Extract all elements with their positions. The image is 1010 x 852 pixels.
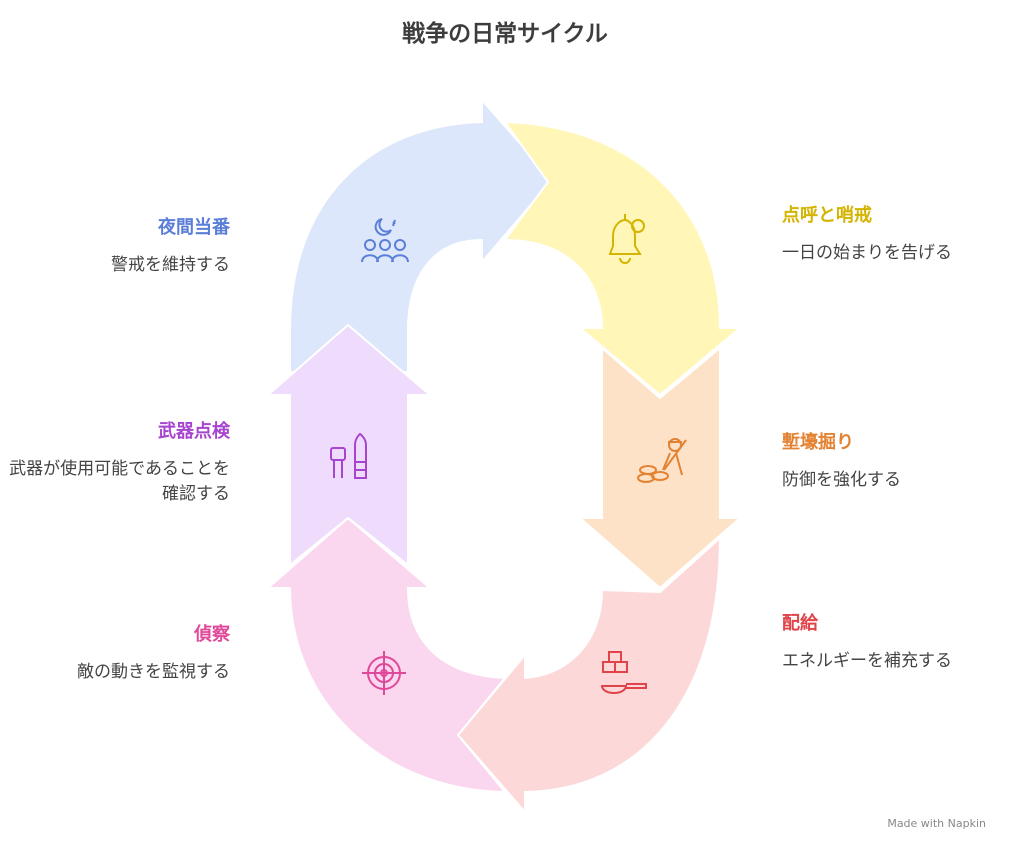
step-title: 武器点検 bbox=[158, 421, 230, 442]
step-title: 点呼と哨戒 bbox=[782, 205, 872, 226]
step-ration: 配給 エネルギーを補充する bbox=[782, 609, 972, 674]
step-desc: 防御を強化する bbox=[782, 470, 901, 490]
step-desc: エネルギーを補充する bbox=[782, 651, 952, 671]
crosshair-icon bbox=[362, 651, 406, 695]
step-recon: 偵察 敵の動きを監視する bbox=[0, 620, 230, 685]
segment-trench bbox=[577, 345, 743, 590]
step-desc: 警戒を維持する bbox=[111, 255, 230, 275]
step-weapon-check: 武器点検 武器が使用可能であることを確認する bbox=[0, 417, 230, 506]
segment-recon bbox=[265, 516, 508, 794]
night-watch-icon bbox=[361, 218, 409, 263]
step-desc: 敵の動きを監視する bbox=[77, 662, 230, 682]
weapon-icon bbox=[330, 432, 367, 479]
step-roll-call: 点呼と哨戒 一日の始まりを告げる bbox=[782, 201, 972, 266]
step-title: 偵察 bbox=[194, 624, 230, 645]
step-trench: 塹壕掘り 防御を強化する bbox=[782, 428, 972, 493]
segment-night-watch bbox=[289, 97, 554, 373]
step-title: 夜間当番 bbox=[158, 217, 230, 238]
step-night-watch: 夜間当番 警戒を維持する bbox=[0, 213, 230, 278]
food-ration-icon bbox=[600, 651, 647, 694]
napkin-watermark[interactable]: Made with Napkin bbox=[887, 817, 986, 830]
segment-ration bbox=[456, 535, 722, 815]
segment-roll-call bbox=[503, 120, 743, 397]
step-title: 塹壕掘り bbox=[782, 432, 854, 453]
bell-icon bbox=[608, 214, 645, 264]
soldier-digging-icon bbox=[637, 438, 687, 483]
page-title: 戦争の日常サイクル bbox=[402, 21, 608, 47]
step-desc: 一日の始まりを告げる bbox=[782, 243, 952, 263]
step-title: 配給 bbox=[782, 613, 818, 634]
step-desc: 武器が使用可能であることを確認する bbox=[9, 459, 230, 504]
segment-weapon bbox=[265, 323, 433, 568]
